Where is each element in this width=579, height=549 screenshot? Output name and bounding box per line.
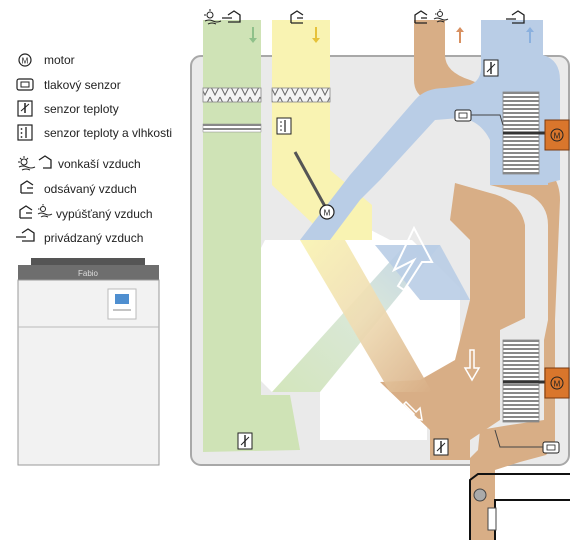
house-out-icon: [20, 180, 34, 194]
bypass-damper: [293, 151, 329, 211]
up-arrow-icon: [526, 27, 534, 43]
unit-brand-label: Fabio: [78, 269, 99, 278]
motor-icon: [550, 376, 564, 390]
humidity-sensor-icon: [17, 124, 33, 141]
pressure-sensor-icon: [542, 441, 560, 454]
port-exhaust: [414, 9, 464, 43]
legend-extract-air-label: odsávaný vzduch: [44, 182, 137, 196]
house-icon: [38, 155, 52, 169]
port-outdoor: [204, 9, 257, 43]
supply-temp-sensor: [483, 59, 499, 77]
extract-humidity-sensor: [276, 117, 292, 135]
down-arrow-icon: [312, 27, 320, 43]
unit-top-panel: [31, 258, 145, 268]
up-arrow-icon: [456, 27, 464, 43]
legend-temp-sensor: senzor teploty: [17, 100, 119, 117]
port-extract: [290, 10, 320, 43]
outdoor-filter: [202, 87, 262, 103]
unit-thumbnail: Fabio: [17, 258, 160, 466]
legend-outdoor-air: vonkaší vzduch: [18, 155, 141, 171]
exhaust-duct: [414, 20, 560, 540]
legend: M motor tlakový senzor senzor teploty se…: [16, 53, 172, 245]
exhaust-motor: [544, 367, 570, 399]
motor-icon: [319, 204, 335, 220]
house-out-icon: [19, 205, 33, 219]
legend-exhaust-air: vypúšťaný vzduch: [19, 204, 153, 221]
sun-wind-icon: [433, 9, 449, 23]
exhaust-flow-arrow: [463, 349, 481, 382]
legend-supply-air-label: privádzaný vzduch: [44, 231, 143, 245]
legend-supply-air: privádzaný vzduch: [16, 228, 143, 245]
legend-temp-humidity-sensor-label: senzor teploty a vlhkosti: [44, 126, 172, 140]
motor-symbol: M: [554, 380, 561, 389]
house-out-icon: [290, 10, 304, 24]
motor-icon: [550, 128, 564, 142]
exhaust-outlet-arrow: [402, 400, 423, 421]
legend-motor-label: motor: [44, 53, 75, 67]
supply-pressure-sensor: [454, 109, 504, 126]
legend-temp-sensor-label: senzor teploty: [44, 102, 119, 116]
extract-to-exhaust-flow: [300, 240, 432, 392]
sun-wind-icon: [37, 204, 53, 218]
legend-exhaust-air-label: vypúšťaný vzduch: [56, 207, 153, 221]
exhaust-temp-sensor: [433, 438, 449, 456]
motor-symbol: M: [22, 57, 29, 66]
humidity-sensor-icon: [276, 117, 292, 135]
house-in-icon: [506, 10, 525, 24]
motor-symbol: M: [324, 209, 331, 218]
legend-pressure-sensor: tlakový senzor: [16, 78, 121, 92]
condensate-drain: [469, 473, 570, 540]
house-in-icon: [16, 228, 35, 242]
sun-wind-icon: [204, 9, 222, 25]
port-supply: [506, 10, 534, 43]
legend-pressure-sensor-label: tlakový senzor: [44, 78, 121, 92]
supply-motor: [544, 119, 570, 151]
legend-motor: M motor: [18, 53, 75, 67]
legend-temp-humidity-sensor: senzor teploty a vlhkosti: [17, 124, 172, 141]
pressure-sensor-icon: [16, 78, 34, 91]
frost-grille: [202, 123, 262, 133]
house-out-icon: [414, 10, 428, 24]
outdoor-temp-sensor: [237, 432, 253, 450]
legend-outdoor-air-label: vonkaší vzduch: [58, 157, 141, 171]
motor-symbol: M: [554, 132, 561, 141]
sun-wind-icon: [18, 156, 36, 171]
unit-display: [115, 294, 129, 304]
motor-icon: [18, 53, 32, 67]
extract-filter: [271, 87, 331, 103]
down-arrow-icon: [249, 27, 257, 43]
legend-extract-air: odsávaný vzduch: [20, 180, 137, 196]
supply-flow-arrow: [391, 225, 434, 292]
pressure-sensor-icon: [454, 109, 472, 122]
exhaust-pressure-sensor: [494, 429, 560, 454]
outdoor-air-duct: [203, 20, 261, 450]
house-in-icon: [222, 10, 241, 23]
